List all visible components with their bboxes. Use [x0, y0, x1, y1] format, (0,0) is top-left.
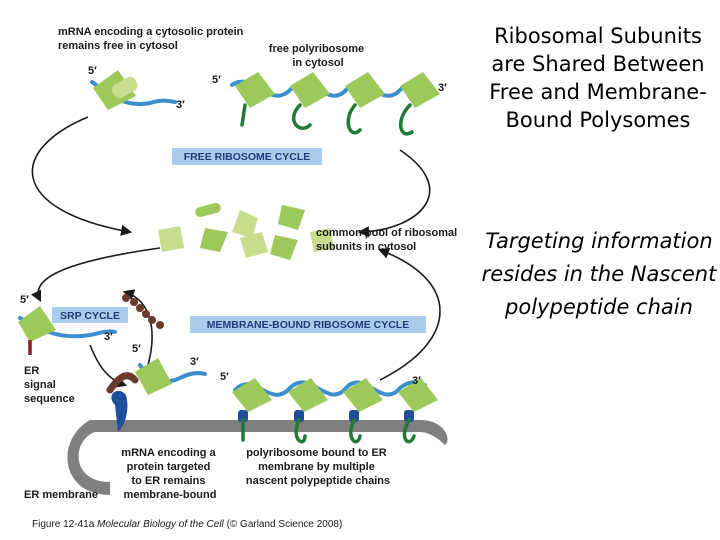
translocon: [111, 390, 128, 432]
label-5prime-membrane: 5′: [220, 371, 229, 383]
membrane-ribosomes: [232, 378, 438, 412]
targeted-srp: [106, 372, 139, 394]
label-membrane-cycle: MEMBRANE-BOUND RIBOSOME CYCLE: [207, 319, 409, 331]
label-polyribosome-er: polyribosome bound to ER membrane by mul…: [246, 447, 390, 487]
label-3prime-membrane: 3′: [412, 375, 421, 387]
label-er-signal-sequence: ER signal sequence: [24, 365, 75, 405]
label-srp-cycle: SRP CYCLE: [60, 310, 120, 322]
label-free-cycle: FREE RIBOSOME CYCLE: [184, 151, 311, 163]
targeted-ribosome: [135, 358, 172, 395]
label-5prime-poly: 5′: [212, 74, 221, 86]
membrane-translocons: [238, 410, 414, 422]
nascent-polypeptides-er: [241, 418, 416, 444]
membrane-mrna: [233, 380, 427, 397]
label-5prime-free: 5′: [88, 65, 97, 77]
label-er-membrane: ER membrane: [24, 489, 98, 501]
label-free-polyribosome: free polyribosome in cytosol: [269, 43, 367, 69]
srp-particle: [122, 294, 164, 329]
slide-subtitle: Targeting information resides in the Nas…: [481, 229, 717, 319]
free-cycle-arrow-up: [357, 149, 431, 238]
label-3prime-poly: 3′: [438, 82, 447, 94]
membrane-cycle-arrow-down: [30, 247, 161, 303]
label-5prime-targeted: 5′: [132, 343, 141, 355]
er-membrane: [67, 420, 448, 495]
label-3prime-srp: 3′: [104, 331, 113, 343]
label-mrna-free: mRNA encoding a cytosolic protein remain…: [58, 26, 246, 52]
free-cycle-box: [172, 148, 322, 165]
caption-book-title: Molecular Biology of the Cell: [97, 519, 224, 530]
caption-copyright: (© Garland Science 2008): [226, 519, 343, 530]
srp-cycle-box: [52, 307, 128, 323]
label-5prime-srp: 5′: [20, 294, 29, 306]
label-3prime-free: 3′: [176, 99, 185, 111]
figure-caption: Figure 12-41a Molecular Biology of the C…: [32, 519, 342, 530]
free-ribosome-small: [111, 76, 138, 99]
nascent-polypeptides-free: [240, 103, 414, 136]
label-mrna-er: mRNA encoding a protein targeted to ER r…: [121, 447, 218, 501]
membrane-cycle-arrow-up: [377, 247, 441, 381]
polyribosome-ribosomes: [235, 72, 440, 108]
membrane-cycle-box: [190, 316, 426, 333]
subunit-pool: [158, 202, 334, 260]
label-3prime-targeted: 3′: [190, 356, 199, 368]
label-common-pool: common pool of ribosomal subunits in cyt…: [316, 227, 460, 253]
srp-ribosome: [18, 306, 56, 342]
free-cycle-arrow-down: [31, 116, 133, 236]
slide-title: Ribosomal Subunits are Shared Between Fr…: [489, 24, 707, 132]
srp-cycle-arrow: [89, 344, 128, 388]
caption-figure-number: Figure 12-41a: [32, 519, 95, 530]
